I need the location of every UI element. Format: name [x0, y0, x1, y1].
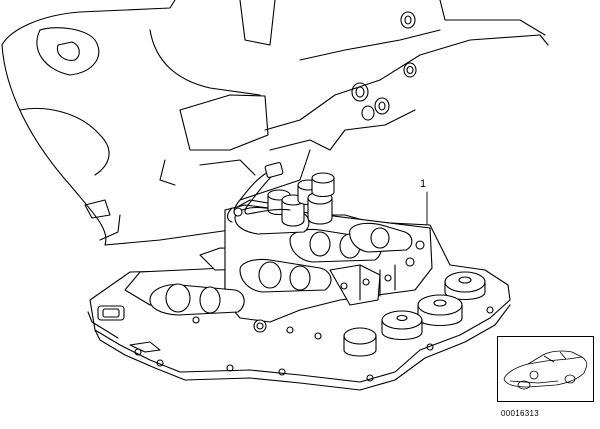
vehicle-locator-inset — [497, 336, 594, 402]
mounting-holes — [192, 240, 425, 340]
diagram-number: 00016313 — [501, 409, 539, 418]
housing-bores — [351, 11, 417, 121]
wiring-harness — [226, 162, 291, 223]
accumulator-pistons — [343, 271, 486, 357]
part-callout-label: 1 — [420, 178, 427, 190]
car-silhouette-icon — [503, 350, 588, 390]
transmission-housing-outline — [1, 0, 549, 246]
